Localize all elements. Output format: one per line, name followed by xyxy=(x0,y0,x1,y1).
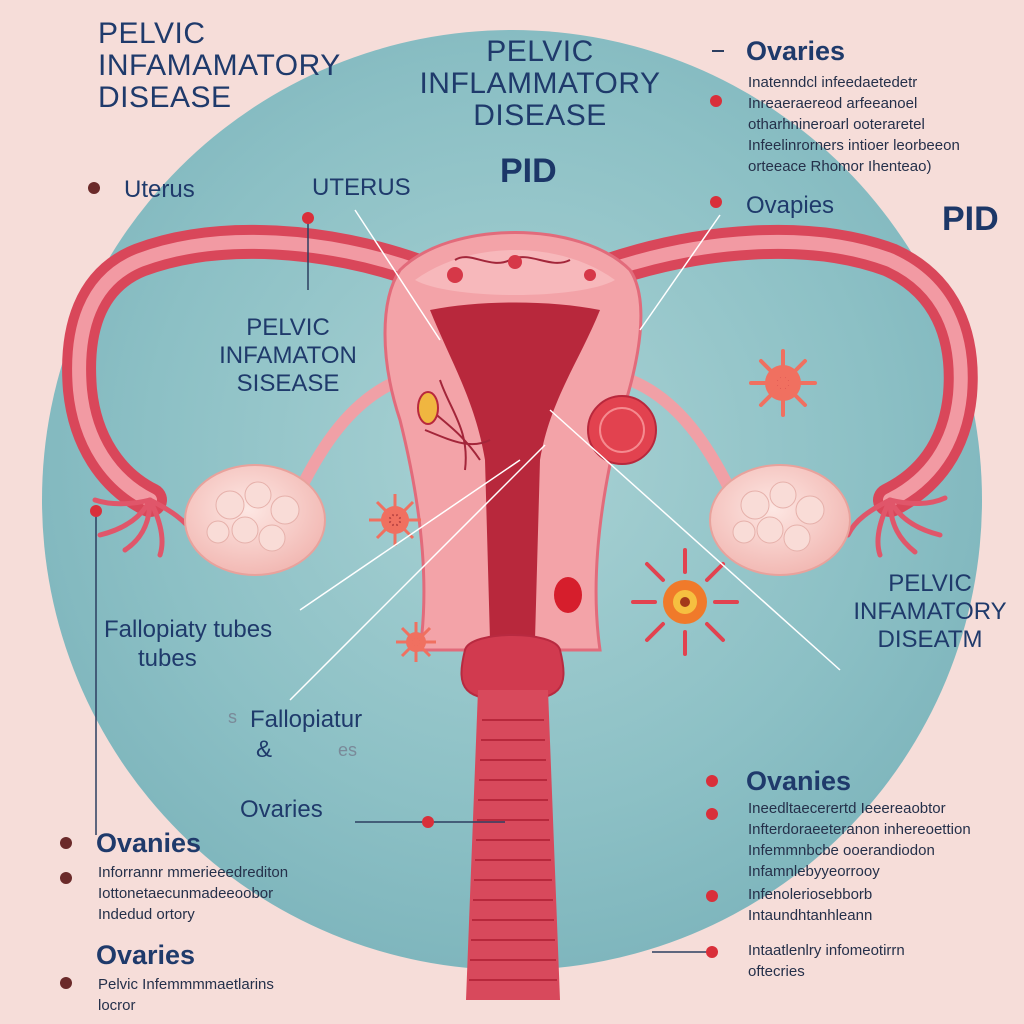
text-block-bottom-right-1: Ineedltaecerertd Ieeereaobtor Infterdora… xyxy=(748,798,971,882)
label-line: INFAMATON xyxy=(219,342,357,369)
marker-dot xyxy=(88,182,100,194)
label-line: PELVIC xyxy=(888,570,972,597)
germ-marker-1 xyxy=(369,494,421,546)
marker-dot xyxy=(710,95,722,107)
label-ovaries-bottom-right: Ovanies xyxy=(746,766,852,796)
marker-dot xyxy=(302,212,314,224)
text-line: Infamnlebyyeorrooy xyxy=(748,863,880,880)
text-block-bottom-right-2: Infenoleriosebborb Intaundhtanhleann xyxy=(748,884,872,926)
title-line: PELVIC xyxy=(486,35,594,68)
germ-marker-4 xyxy=(749,349,817,417)
label-line: SISEASE xyxy=(236,370,340,397)
cervix xyxy=(460,634,565,702)
label-ovaries-top-right: Ovaries xyxy=(746,36,846,66)
text-line: Ineedltaecerertd Ieeereaobtor xyxy=(748,800,946,817)
text-line: Inreaeraereod arfeeanoel xyxy=(748,95,918,112)
marker-dot xyxy=(706,890,718,902)
label-uterus-center: UTERUS xyxy=(312,174,411,201)
abscess-left xyxy=(417,391,439,425)
title-center: PELVIC INFLAMMATORY DISEASE xyxy=(410,36,670,132)
marker-dot xyxy=(706,946,718,958)
lesion-lower xyxy=(554,577,582,613)
text-block-top-right: Inatenndcl infeedaetedetr Inreaeraereod … xyxy=(748,72,960,177)
pid-right: PID xyxy=(942,200,999,238)
inflamed-spot-right xyxy=(587,395,657,465)
label-pelvic-inner: PELVIC INFAMATON SISEASE xyxy=(188,314,388,398)
label-line: DISEATM xyxy=(877,626,983,653)
left-fimbriae xyxy=(92,497,198,558)
marker-dot xyxy=(710,196,722,208)
title-line: INFAMAMATORY xyxy=(98,49,341,82)
text-line: otharhnineroarl ooteraretel xyxy=(748,116,925,133)
label-line: PELVIC xyxy=(246,314,330,341)
text-line: Pelvic Infemmmmaetlarins xyxy=(98,976,274,993)
text-line: Infemmnbcbe ooerandiodon xyxy=(748,842,935,859)
label-pelvic-right: PELVIC INFAMATORY DISEATM xyxy=(840,570,1020,654)
text-line: oftecries xyxy=(748,963,805,980)
leader-lines xyxy=(95,218,715,953)
label-uterus-left: Uterus xyxy=(124,176,195,203)
text-block-bottom-right-3: Intaatlenlry infomeotirrn oftecries xyxy=(748,940,905,982)
label-fallopian-2d: es xyxy=(338,740,358,760)
marker-dot xyxy=(422,816,434,828)
label-fallopian-2b: & xyxy=(256,736,273,763)
text-line: Indedud ortory xyxy=(98,906,195,923)
label-fallopian-1b: tubes xyxy=(138,645,197,672)
label-fallopian-2: Fallopiatur xyxy=(250,706,363,733)
text-line: Inatenndcl infeedaetedetr xyxy=(748,74,918,91)
label-line: INFAMATORY xyxy=(853,598,1007,625)
label-ovaries-bottom-left-1: Ovanies xyxy=(96,828,202,858)
marker-dot xyxy=(60,872,72,884)
left-ovary xyxy=(184,464,326,576)
germ-marker-3 xyxy=(631,548,739,656)
label-ovaries-center-bottom: Ovaries xyxy=(240,796,323,823)
marker-dot xyxy=(706,808,718,820)
pointer-lines xyxy=(289,209,841,701)
text-line: orteeace Rhomor Ihenteao) xyxy=(748,158,932,175)
label-fallopian-2c: s xyxy=(228,707,237,727)
text-line: Intaatlenlry infomeotirrn xyxy=(748,942,905,959)
title-line: PELVIC xyxy=(98,17,206,50)
vaginal-canal xyxy=(466,690,560,1000)
marker-dot xyxy=(90,505,102,517)
germ-marker-2 xyxy=(396,622,436,662)
text-block-bottom-left-1: Inforrannr mmerieeedrediton Iottonetaecu… xyxy=(98,862,288,925)
label-ovaries-bottom-left-2: Ovaries xyxy=(96,940,196,970)
title-line: DISEASE xyxy=(473,99,607,132)
dash-mark xyxy=(712,50,724,52)
text-line: Infeelinrorners intioer leorbeeon xyxy=(748,137,960,154)
label-fallopian-1: Fallopiaty tubes xyxy=(104,616,273,643)
pid-center: PID xyxy=(500,152,557,190)
marker-dot xyxy=(60,837,72,849)
uterine-cavity xyxy=(430,302,600,640)
right-fimbriae xyxy=(845,495,948,558)
title-line: DISEASE xyxy=(98,81,232,114)
title-line: INFLAMMATORY xyxy=(419,67,661,100)
text-line: Inforrannr mmerieeedrediton xyxy=(98,864,289,881)
text-line: Intaundhtanhleann xyxy=(748,907,873,924)
vaginal-rugae xyxy=(469,719,557,981)
label-ovaries-right-mid: Ovapies xyxy=(746,192,835,219)
text-block-bottom-left-2: Pelvic Infemmmmaetlarins locror xyxy=(98,974,274,1016)
title-top-left: PELVIC INFAMAMATORY DISEASE xyxy=(98,18,341,114)
text-line: locror xyxy=(98,997,136,1014)
marker-dot xyxy=(60,977,72,989)
text-line: Infenoleriosebborb xyxy=(748,886,873,903)
text-line: Infterdoraeeteranon inhereoettion xyxy=(748,821,971,838)
marker-dot xyxy=(706,775,718,787)
right-ovary xyxy=(709,464,851,576)
text-line: Iottonetaecunmadeeoobor xyxy=(98,885,274,902)
